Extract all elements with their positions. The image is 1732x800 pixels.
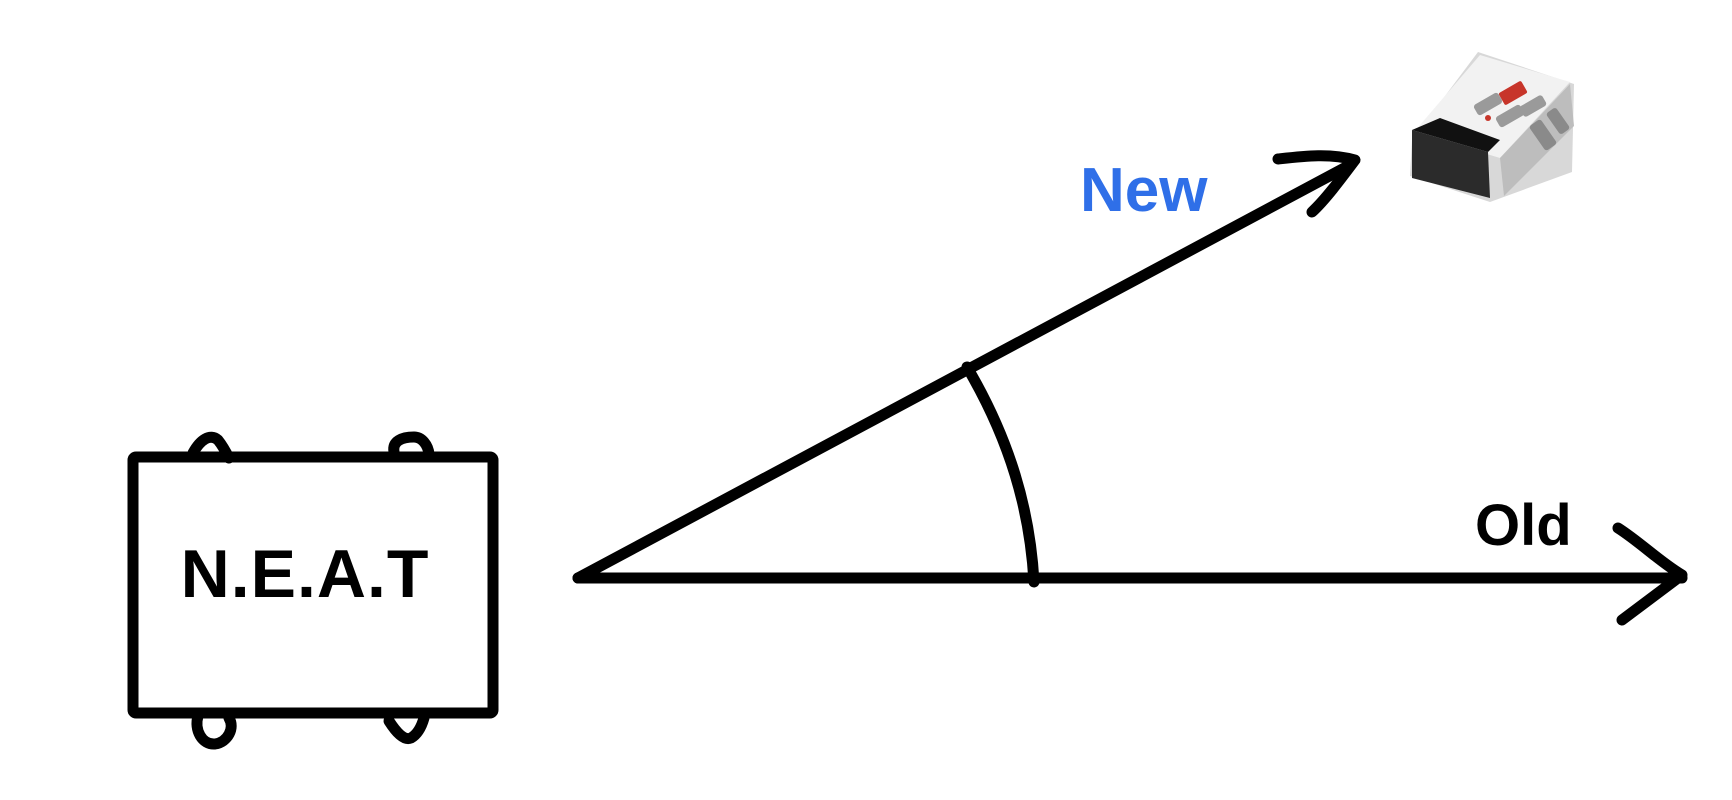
arrowhead-icon [1272, 150, 1361, 218]
wheel-icon [191, 710, 237, 750]
wheel-icon [383, 712, 430, 745]
old-vector [572, 522, 1688, 626]
robot-box [127, 431, 499, 750]
new-vector-label: New [1080, 156, 1208, 225]
old-vector-label: Old [1475, 493, 1572, 558]
angle-arc [961, 361, 1040, 588]
color-sensor-icon [1410, 52, 1574, 202]
wheel-icon [187, 431, 235, 464]
arrowhead-icon [1612, 522, 1688, 626]
wheel-icon [388, 431, 435, 460]
robot-label: N.E.A.T [180, 536, 430, 612]
